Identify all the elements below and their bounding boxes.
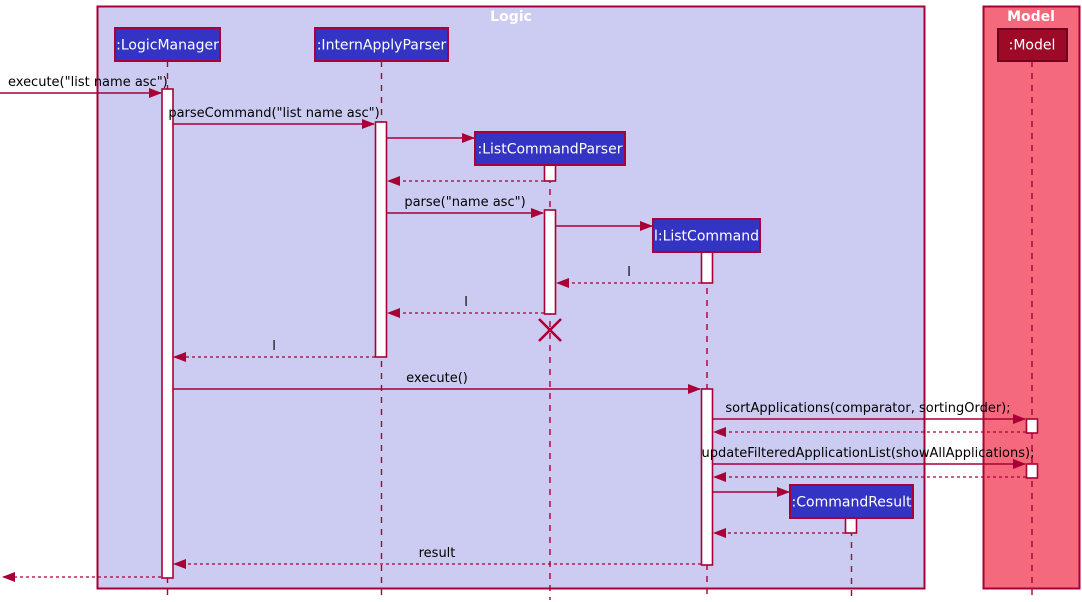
- return-label-l-to-list-command-parser: l: [627, 265, 631, 280]
- message-label-sort-applications: sortApplications(comparator, sortingOrde…: [725, 401, 1010, 416]
- activation-list-command-1: [700, 251, 714, 284]
- participant-box-list-command: [652, 218, 761, 253]
- participant-model: :Model: [997, 28, 1068, 62]
- return-label-result: result: [419, 546, 456, 561]
- participant-label-intern-apply-parser: :InternApplyParser: [317, 38, 447, 54]
- participant-box-model: [997, 28, 1068, 62]
- logic-frame-title: Logic: [490, 9, 532, 25]
- activation-logic-manager: [161, 88, 174, 579]
- activation-command-result: [844, 517, 858, 534]
- activation-model-1: [1025, 418, 1039, 434]
- participant-list-command: l:ListCommand: [652, 218, 761, 253]
- activation-list-command-parser-2: [543, 209, 557, 315]
- participant-label-list-command-parser: :ListCommandParser: [478, 142, 623, 158]
- participant-intern-apply-parser: :InternApplyParser: [314, 27, 449, 62]
- participant-box-command-result: [789, 484, 914, 519]
- model-frame-title: Model: [1007, 9, 1055, 25]
- participant-label-list-command: l:ListCommand: [654, 229, 759, 245]
- activation-list-command-parser-1: [543, 164, 557, 182]
- participant-box-list-command-parser: [474, 131, 626, 166]
- model-frame: Model: [982, 5, 1081, 590]
- message-label-update-filtered: updateFilteredApplicationList(showAllApp…: [702, 446, 1035, 461]
- participant-logic-manager: :LogicManager: [114, 27, 221, 62]
- message-label-execute: execute(): [406, 371, 468, 386]
- participant-label-command-result: :CommandResult: [792, 495, 912, 511]
- participant-label-logic-manager: :LogicManager: [116, 38, 219, 54]
- activation-intern-apply-parser: [374, 121, 388, 358]
- return-label-l-to-logic-manager: l: [272, 339, 276, 354]
- activation-model-2: [1025, 463, 1039, 479]
- model-frame-box: [982, 5, 1081, 590]
- destroy-x-list-command-parser: [538, 318, 562, 342]
- participant-label-model: :Model: [1009, 38, 1056, 54]
- participant-command-result: :CommandResult: [789, 484, 914, 519]
- participant-box-logic-manager: [114, 27, 221, 62]
- message-label-parse: parse("name asc"): [404, 195, 525, 210]
- activation-list-command-2: [700, 388, 714, 566]
- participant-box-intern-apply-parser: [314, 27, 449, 62]
- destroy-x-stroke-2: [538, 318, 562, 342]
- message-label-parse-command: parseCommand("list name asc"): [168, 106, 379, 121]
- participant-list-command-parser: :ListCommandParser: [474, 131, 626, 166]
- message-label-execute-list: execute("list name asc"): [8, 75, 168, 90]
- return-label-l-to-intern-apply-parser: l: [464, 295, 468, 310]
